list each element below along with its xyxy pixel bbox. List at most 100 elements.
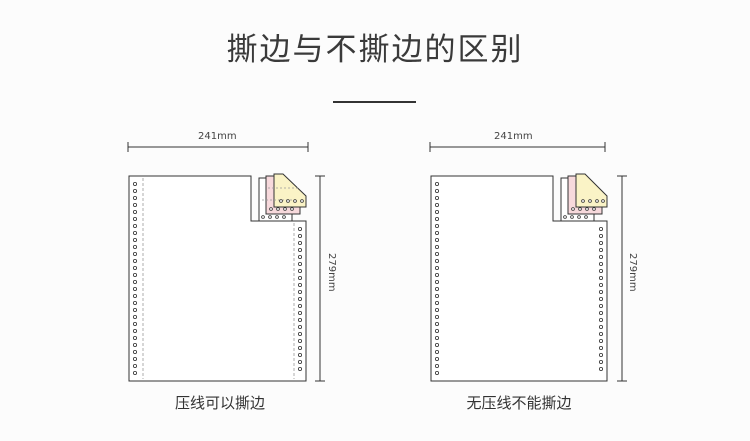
title-divider [333,101,416,103]
sprocket-hole [599,275,604,280]
sprocket-hole [132,237,137,242]
sprocket-hole [297,352,302,357]
left-caption: 压线可以撕边 [174,394,265,412]
sprocket-hole [434,223,439,228]
left-width-label: 241mm [198,131,237,142]
sprocket-hole [297,226,302,231]
sprocket-hole [599,289,604,294]
sprocket-hole [599,254,604,259]
left-sheet-holes-left [132,181,137,375]
right-sheet-holes-left [434,181,439,375]
sprocket-hole [132,321,137,326]
sprocket-hole [297,240,302,245]
sprocket-hole [599,310,604,315]
sprocket-hole [434,300,439,305]
sprocket-hole [599,261,604,266]
sprocket-hole [132,230,137,235]
sprocket-hole [132,314,137,319]
sprocket-hole [132,251,137,256]
left-main-sheet [128,175,307,382]
sprocket-hole [434,202,439,207]
sprocket-hole [434,314,439,319]
right-stack-yellow [575,173,608,208]
right-stack-holes [563,199,605,219]
left-sheet-stack [258,173,307,222]
sprocket-hole [434,328,439,333]
sprocket-hole [599,366,604,371]
sprocket-hole [599,240,604,245]
sprocket-hole [599,268,604,273]
sprocket-hole [132,349,137,354]
sprocket-hole [132,258,137,263]
sprocket-hole [297,310,302,315]
sprocket-hole [434,265,439,270]
left-width-dimension [127,142,309,152]
sprocket-hole [297,261,302,266]
sprocket-hole [434,188,439,193]
sprocket-hole [434,370,439,375]
right-main-sheet [430,175,608,382]
sprocket-hole [599,282,604,287]
right-width-label: 241mm [494,131,533,142]
sprocket-hole [434,237,439,242]
sprocket-hole [132,356,137,361]
sprocket-hole [297,366,302,371]
right-width-dimension [429,142,606,152]
sprocket-hole [599,226,604,231]
sprocket-hole [132,300,137,305]
sprocket-hole [434,230,439,235]
sprocket-hole [434,363,439,368]
sprocket-hole [434,195,439,200]
sprocket-hole [434,244,439,249]
sprocket-hole [297,303,302,308]
sprocket-hole [132,342,137,347]
sprocket-hole [599,331,604,336]
sprocket-hole [434,272,439,277]
sprocket-hole [434,356,439,361]
sprocket-hole [297,317,302,322]
right-sheet-stack [560,173,608,222]
left-stack-yellow [273,173,307,208]
sprocket-hole [599,352,604,357]
sprocket-hole [599,296,604,301]
sprocket-hole [132,370,137,375]
sprocket-hole [297,338,302,343]
sprocket-hole [297,289,302,294]
sprocket-hole [434,209,439,214]
sprocket-hole [132,223,137,228]
sprocket-hole [132,328,137,333]
sprocket-hole [599,303,604,308]
right-height-dimension [617,175,627,382]
sprocket-hole [434,321,439,326]
sprocket-hole [599,324,604,329]
sprocket-hole [132,265,137,270]
sprocket-hole [297,268,302,273]
sprocket-hole [132,286,137,291]
sprocket-hole [132,181,137,186]
sprocket-hole [599,233,604,238]
sprocket-hole [132,188,137,193]
left-height-dimension [315,175,325,382]
sprocket-hole [297,282,302,287]
sprocket-hole [599,338,604,343]
sprocket-hole [599,359,604,364]
right-paper-diagram [429,142,627,382]
sprocket-hole [434,286,439,291]
sprocket-hole [132,195,137,200]
left-paper-diagram [127,142,325,382]
sprocket-hole [599,247,604,252]
left-stack-holes [261,199,304,219]
sprocket-hole [132,272,137,277]
sprocket-hole [132,216,137,221]
sprocket-hole [132,307,137,312]
sprocket-hole [297,275,302,280]
sprocket-hole [434,251,439,256]
sprocket-hole [434,335,439,340]
sprocket-hole [132,209,137,214]
sprocket-hole [297,296,302,301]
sprocket-hole [434,258,439,263]
sprocket-hole [297,331,302,336]
sprocket-hole [434,349,439,354]
right-sheet-holes-right [599,226,604,371]
